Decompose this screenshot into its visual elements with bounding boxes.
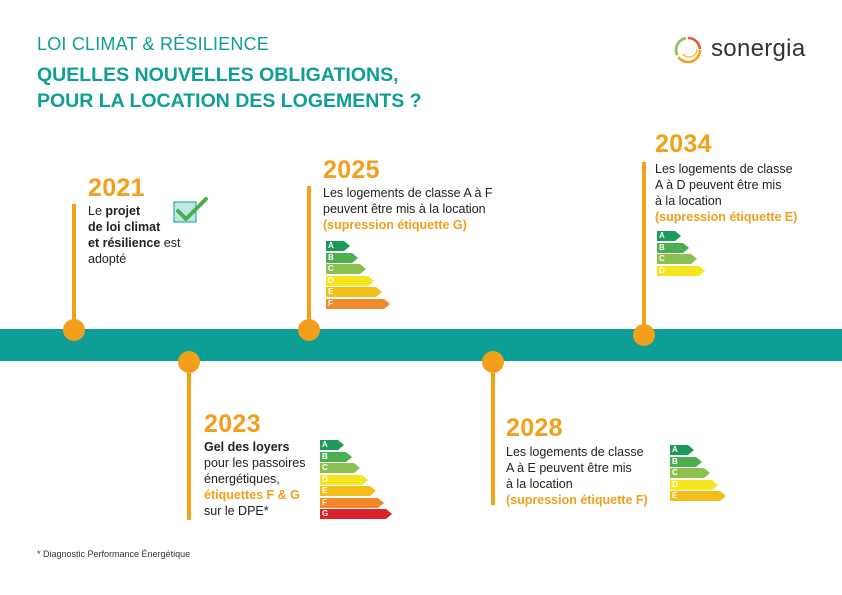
text-2025: Les logements de classe A à F peuvent êt… bbox=[323, 185, 493, 233]
year-2021: 2021 bbox=[88, 174, 145, 202]
energy-label-a: A bbox=[326, 241, 350, 251]
text-2021-line1: Le projet bbox=[88, 203, 180, 219]
stem-2021 bbox=[72, 204, 76, 328]
text-2034-line3: à la location bbox=[655, 194, 722, 208]
text-2028-line1: Les logements de classe bbox=[506, 445, 644, 459]
dot-2028 bbox=[482, 351, 504, 373]
energy-label-b: B bbox=[657, 242, 689, 253]
energy-label-d: D bbox=[657, 265, 705, 276]
year-2025: 2025 bbox=[323, 156, 380, 184]
text-2021-line2: de loi climat bbox=[88, 219, 180, 235]
energy-label-c: C bbox=[670, 468, 710, 478]
energy-label-g: G bbox=[320, 509, 392, 519]
text-2023: Gel des loyers pour les passoires énergé… bbox=[204, 439, 305, 519]
energy-label-d: D bbox=[670, 479, 718, 490]
text-2028: Les logements de classe A à E peuvent êt… bbox=[506, 444, 648, 508]
energy-label-d: D bbox=[326, 275, 374, 286]
energy-label-e: E bbox=[670, 491, 726, 501]
energy-label-b: B bbox=[326, 252, 358, 263]
footnote: * Diagnostic Performance Énergétique bbox=[37, 549, 191, 559]
text-2023-line1: Gel des loyers bbox=[204, 440, 290, 454]
text-2034-line1: Les logements de classe bbox=[655, 162, 793, 176]
sonergia-ring-icon bbox=[674, 36, 702, 64]
energy-label-f: F bbox=[326, 298, 390, 309]
stem-2023 bbox=[187, 365, 191, 520]
text-2034-line2: A à D peuvent être mis bbox=[655, 178, 782, 192]
text-2021-line2b: de loi climat bbox=[88, 220, 161, 234]
energy-label-d: D bbox=[320, 474, 368, 485]
text-2023-line5: sur le DPE* bbox=[204, 504, 269, 518]
year-2023: 2023 bbox=[204, 410, 261, 438]
stem-2025 bbox=[307, 186, 311, 328]
text-2034: Les logements de classe A à D peuvent êt… bbox=[655, 161, 797, 225]
text-2023-line2: pour les passoires bbox=[204, 456, 306, 470]
year-2034: 2034 bbox=[655, 130, 712, 158]
text-2021-line1b: projet bbox=[105, 204, 141, 218]
stem-2028 bbox=[491, 365, 495, 505]
logo-text: sonergia bbox=[711, 35, 806, 62]
energy-label-a: A bbox=[670, 445, 694, 455]
text-2025-line3: (supression étiquette G) bbox=[323, 218, 467, 232]
text-2023-line3: énergétiques, bbox=[204, 472, 280, 486]
text-2021-line4: adopté bbox=[88, 252, 127, 266]
energy-label-f: F bbox=[320, 497, 384, 508]
text-2021-line1a: Le bbox=[88, 204, 106, 218]
timeline-band bbox=[0, 329, 842, 361]
text-2034-line4: (supression étiquette E) bbox=[655, 210, 798, 224]
page-subtitle: LOI CLIMAT & RÉSILIENCE bbox=[37, 34, 269, 54]
text-2025-line1: Les logements de classe A à F bbox=[323, 186, 493, 200]
energy-label-e: E bbox=[320, 486, 376, 496]
text-2028-line2: A à E peuvent être mis bbox=[506, 461, 632, 475]
energy-label-b: B bbox=[320, 451, 352, 462]
text-2021-line3a: est bbox=[160, 236, 181, 250]
dot-2034 bbox=[633, 324, 655, 346]
text-2023-line4: étiquettes F & G bbox=[204, 488, 300, 502]
dot-2023 bbox=[178, 351, 200, 373]
title-line-1: QUELLES NOUVELLES OBLIGATIONS, bbox=[37, 64, 399, 86]
sonergia-logo: sonergia bbox=[671, 33, 811, 67]
energy-label-a: A bbox=[657, 231, 681, 241]
energy-label-b: B bbox=[670, 456, 702, 467]
text-2021: Le projet de loi climat et résilience es… bbox=[88, 203, 180, 267]
energy-label-c: C bbox=[326, 264, 366, 274]
energy-label-a: A bbox=[320, 440, 344, 450]
dot-2025 bbox=[298, 319, 320, 341]
text-2021-line3b: et résilience bbox=[88, 236, 161, 250]
year-2028: 2028 bbox=[506, 414, 563, 442]
text-2025-line2: peuvent être mis à la location bbox=[323, 202, 486, 216]
text-2028-line4: (supression étiquette F) bbox=[506, 493, 648, 507]
energy-label-e: E bbox=[326, 287, 382, 297]
checkmark-icon bbox=[173, 197, 208, 223]
dot-2021 bbox=[63, 319, 85, 341]
text-2028-line3: à la location bbox=[506, 477, 573, 491]
page-title: QUELLES NOUVELLES OBLIGATIONS, POUR LA L… bbox=[37, 62, 422, 114]
energy-label-c: C bbox=[657, 254, 697, 264]
stem-2034 bbox=[642, 162, 646, 328]
energy-label-c: C bbox=[320, 463, 360, 473]
text-2021-line3: et résilience est bbox=[88, 235, 180, 251]
title-line-2: POUR LA LOCATION DES LOGEMENTS ? bbox=[37, 90, 422, 112]
